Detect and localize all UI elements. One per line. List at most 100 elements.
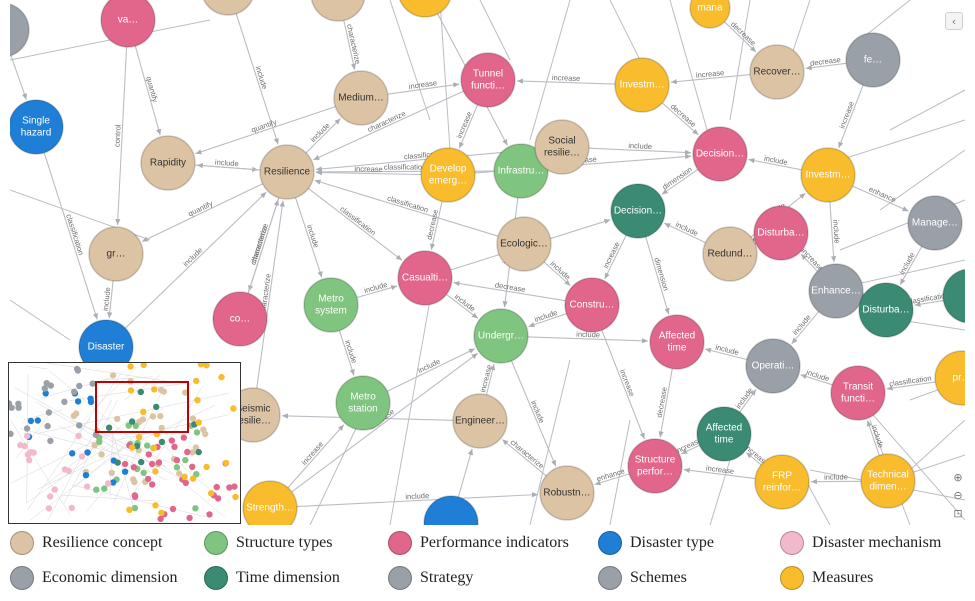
node-circle[interactable] <box>333 70 389 126</box>
node-circle[interactable] <box>242 480 298 525</box>
graph-node-blue-bottom[interactable] <box>423 495 479 525</box>
node-circle[interactable] <box>830 365 886 421</box>
graph-node-investm2[interactable]: Investm… <box>800 147 856 203</box>
node-circle[interactable] <box>10 3 30 57</box>
graph-node-pr[interactable]: pr… <box>934 350 965 406</box>
graph-node-decision2[interactable]: Decision… <box>610 183 666 239</box>
node-circle[interactable] <box>689 0 731 29</box>
node-circle[interactable] <box>140 135 196 191</box>
node-circle[interactable] <box>942 268 965 324</box>
graph-node-social[interactable]: Socialresilie… <box>534 119 590 175</box>
node-circle[interactable] <box>423 495 479 525</box>
node-circle[interactable] <box>460 52 516 108</box>
node-circle[interactable] <box>907 195 963 251</box>
graph-node-structure-perf[interactable]: Structureperfor… <box>627 438 683 494</box>
graph-node-medium[interactable]: Medium… <box>333 70 389 126</box>
zoom-out-button[interactable]: ⊖ <box>949 486 965 504</box>
node-circle[interactable] <box>534 119 590 175</box>
graph-node-develop[interactable]: Developemerg… <box>420 147 476 203</box>
graph-node-rapidity[interactable]: Rapidity <box>140 135 196 191</box>
fit-view-button[interactable]: ⊡ <box>949 504 965 522</box>
node-circle[interactable] <box>754 454 810 510</box>
graph-node-right-green[interactable] <box>942 268 965 324</box>
node-circle[interactable] <box>397 250 453 306</box>
node-circle[interactable] <box>808 263 864 319</box>
node-circle[interactable] <box>539 465 595 521</box>
node-circle[interactable] <box>88 226 144 282</box>
graph-node-disturba2[interactable]: Disturba… <box>858 282 914 338</box>
node-circle[interactable] <box>420 147 476 203</box>
node-circle[interactable] <box>452 393 508 449</box>
graph-node-top-a[interactable] <box>201 0 255 16</box>
graph-node-undergr[interactable]: Undergr… <box>473 308 529 364</box>
graph-node-operati[interactable]: Operati… <box>745 338 801 394</box>
graph-node-technical[interactable]: Technicaldimen… <box>860 453 916 509</box>
legend-item: Disaster mechanism <box>780 530 941 556</box>
node-circle[interactable] <box>745 338 801 394</box>
node-circle[interactable] <box>10 99 64 155</box>
node-circle[interactable] <box>493 143 549 199</box>
minimap-edge <box>101 376 153 381</box>
graph-node-redund[interactable]: Redund… <box>702 226 758 282</box>
node-circle[interactable] <box>610 183 666 239</box>
graph-node-co[interactable]: co… <box>212 291 268 347</box>
graph-node-robustn[interactable]: Robustn… <box>539 465 595 521</box>
graph-node-va[interactable]: va… <box>100 0 156 48</box>
graph-node-recover[interactable]: Recover… <box>749 44 805 100</box>
node-circle[interactable] <box>845 32 901 88</box>
node-circle[interactable] <box>496 216 552 272</box>
graph-node-enhance[interactable]: Enhance… <box>808 263 864 319</box>
node-circle[interactable] <box>212 291 268 347</box>
minimap[interactable] <box>8 362 241 524</box>
graph-node-manage[interactable]: Manage… <box>907 195 963 251</box>
node-circle[interactable] <box>858 282 914 338</box>
graph-node-engineer[interactable]: Engineer… <box>452 393 508 449</box>
collapse-panel-button[interactable]: ‹ <box>945 12 963 30</box>
node-circle[interactable] <box>259 144 315 200</box>
graph-node-decision1[interactable]: Decision… <box>692 126 748 182</box>
graph-node-gr[interactable]: gr… <box>88 226 144 282</box>
node-circle[interactable] <box>335 375 391 431</box>
graph-node-frp[interactable]: FRPreinfor… <box>754 454 810 510</box>
node-circle[interactable] <box>860 453 916 509</box>
graph-node-transit[interactable]: Transitfuncti… <box>830 365 886 421</box>
node-circle[interactable] <box>702 226 758 282</box>
graph-node-fe[interactable]: fe… <box>845 32 901 88</box>
node-circle[interactable] <box>473 308 529 364</box>
graph-node-disturba1[interactable]: Disturba… <box>753 205 809 261</box>
graph-node-top-c[interactable] <box>398 0 452 18</box>
node-circle[interactable] <box>934 350 965 406</box>
minimap-viewport-box[interactable] <box>95 381 189 433</box>
zoom-in-button[interactable]: ⊕ <box>949 468 965 486</box>
graph-node-resilience[interactable]: Resilience <box>259 144 315 200</box>
node-circle[interactable] <box>749 44 805 100</box>
graph-node-ecologic[interactable]: Ecologic… <box>496 216 552 272</box>
node-circle[interactable] <box>692 126 748 182</box>
graph-node-tunnel[interactable]: Tunnelfuncti… <box>460 52 516 108</box>
graph-edge <box>528 313 567 328</box>
graph-node-left-gray[interactable] <box>10 3 30 57</box>
graph-node-constru[interactable]: Constru… <box>564 277 620 333</box>
graph-node-casualti[interactable]: Casualti… <box>397 250 453 306</box>
graph-node-mana[interactable]: mana <box>689 0 731 29</box>
node-circle[interactable] <box>800 147 856 203</box>
node-circle[interactable] <box>627 438 683 494</box>
node-circle[interactable] <box>649 314 705 370</box>
node-circle[interactable] <box>303 277 359 333</box>
node-circle[interactable] <box>100 0 156 48</box>
node-circle[interactable] <box>201 0 255 16</box>
graph-node-investm1[interactable]: Investm… <box>614 57 670 113</box>
graph-node-top-b[interactable] <box>310 0 366 22</box>
node-circle[interactable] <box>753 205 809 261</box>
graph-node-strength[interactable]: Strength… <box>242 480 298 525</box>
node-circle[interactable] <box>310 0 366 22</box>
node-circle[interactable] <box>614 57 670 113</box>
node-circle[interactable] <box>398 0 452 18</box>
node-circle[interactable] <box>564 277 620 333</box>
node-circle[interactable] <box>696 406 752 462</box>
